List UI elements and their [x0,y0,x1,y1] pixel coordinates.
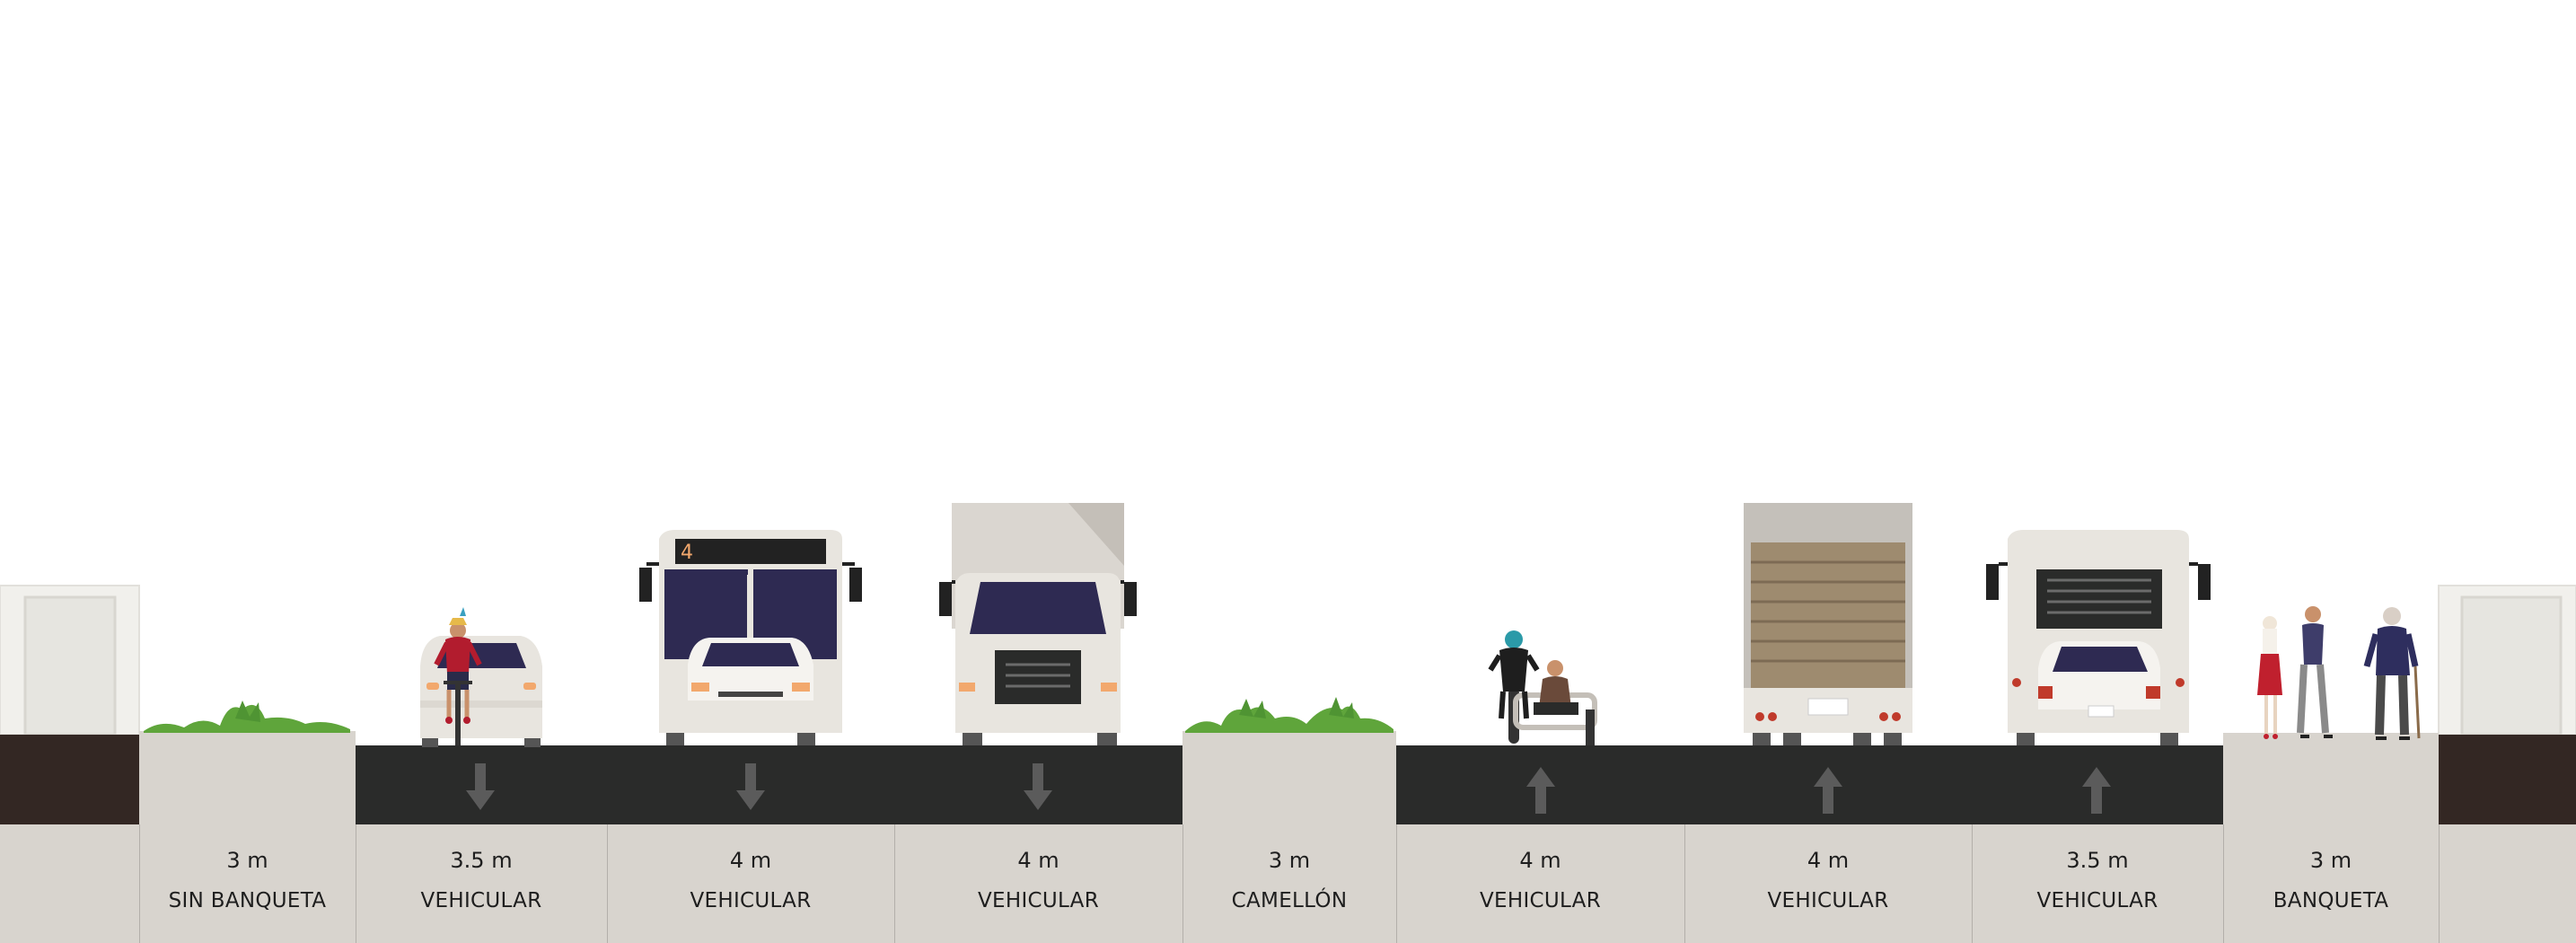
segment-width: 3.5 m [450,848,513,873]
segment-label: 3 m CAMELLÓN [1182,824,1396,943]
segment-label: 3.5 m VEHICULAR [356,824,607,943]
car-with-cyclist [420,607,542,747]
segment-label: 3 m BANQUETA [2223,824,2439,943]
shrub-icon [144,701,350,733]
segment-name: VEHICULAR [1480,889,1601,912]
segment-width: 3 m [2309,848,2352,873]
segment-width: 3 m [226,848,268,873]
segment-label: 4 m VEHICULAR [1396,824,1684,943]
arrow-up-icon [1814,767,1842,814]
segment-name: VEHICULAR [2036,889,2158,912]
segment-name: CAMELLÓN [1231,889,1348,912]
arrow-up-icon [2082,767,2111,814]
planter-sin-banqueta [139,701,356,824]
arrow-down-icon [1024,763,1052,810]
segment-width: 4 m [1519,848,1561,873]
lanes-southbound [356,745,1182,824]
segment-name: BANQUETA [2273,889,2389,912]
segment-width: 3 m [1268,848,1311,873]
arrow-up-icon [1526,767,1555,814]
segment-label: 4 m VEHICULAR [894,824,1182,943]
segment-width: 3.5 m [2066,848,2129,873]
box-truck-rear [1744,503,1912,745]
segment-name: VEHICULAR [1767,889,1889,912]
segment-divider [2223,824,2224,943]
segment-label: 4 m VEHICULAR [607,824,894,943]
motorcycle-sidecar [1488,630,1597,745]
segment-label: 3 m SIN BANQUETA [139,824,356,943]
segment-divider [607,824,608,943]
segment-divider [1182,824,1183,943]
building-right-icon [2438,585,2576,824]
planter-camellon [1182,697,1396,824]
building-left-icon [0,585,140,824]
segment-divider [2439,824,2440,943]
segment-label: 3.5 m VEHICULAR [1972,824,2223,943]
shrub-icon [1185,697,1394,733]
segment-name: SIN BANQUETA [168,889,327,912]
bus-route-number: 4 [681,542,693,564]
bus-rear-with-car [1986,530,2211,745]
segment-divider [894,824,895,943]
arrow-down-icon [736,763,765,810]
arrow-down-icon [466,763,495,810]
segment-width: 4 m [1807,848,1850,873]
segment-width: 4 m [729,848,772,873]
segment-divider [1684,824,1685,943]
segment-divider [1972,824,1973,943]
label-band [0,824,2576,943]
sidewalk [2223,733,2439,824]
segment-divider [1396,824,1397,943]
segment-width: 4 m [1017,848,1059,873]
segment-name: VEHICULAR [978,889,1099,912]
segment-name: VEHICULAR [420,889,542,912]
pedestrians [2257,606,2421,740]
segment-label: 4 m VEHICULAR [1684,824,1972,943]
box-truck-front [939,503,1137,745]
segment-name: VEHICULAR [690,889,812,912]
segment-divider [139,824,140,943]
bus-front: 4 [639,530,862,745]
